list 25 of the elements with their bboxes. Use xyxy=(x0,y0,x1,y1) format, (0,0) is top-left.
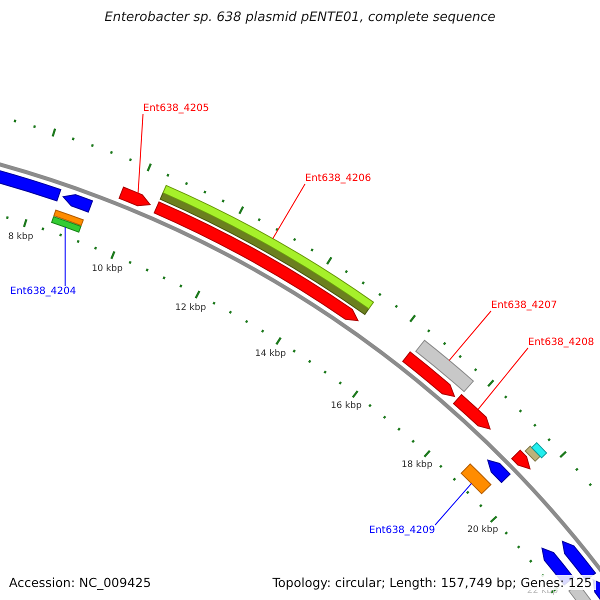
leader-line xyxy=(434,482,472,526)
gene-label: Ent638_4208 xyxy=(528,337,594,348)
scale-label: 16 kbp xyxy=(330,401,362,412)
gene-feature xyxy=(453,394,491,430)
gene-feature xyxy=(460,464,492,494)
leader-line xyxy=(272,184,306,240)
scale-label: 20 kbp xyxy=(467,524,498,534)
leader-line xyxy=(448,310,492,361)
leader-line xyxy=(138,114,144,194)
gene-label: Ent638_4206 xyxy=(305,173,372,184)
gene-label: Ent638_4204 xyxy=(10,286,76,297)
gene-feature xyxy=(51,216,82,233)
leader-line xyxy=(478,348,528,410)
gene-feature xyxy=(118,186,151,206)
scale-label: 14 kbp xyxy=(255,348,286,359)
scale-label: 12 kbp xyxy=(175,302,206,313)
gene-feature xyxy=(415,340,474,392)
map-title: Enterobacter sp. 638 plasmid pENTE01, complete sequence xyxy=(104,10,496,25)
gene-label: Ent638_4205 xyxy=(143,103,210,114)
gene-label: Ent638_4209 xyxy=(369,525,436,536)
gene-label: Ent638_4207 xyxy=(491,300,558,311)
accession-text: Accession: NC_009425 xyxy=(9,575,152,590)
scale-label: 18 kbp xyxy=(402,460,432,470)
scale-label: 10 kbp xyxy=(92,264,123,274)
scale-label: 8 kbp xyxy=(8,232,34,242)
